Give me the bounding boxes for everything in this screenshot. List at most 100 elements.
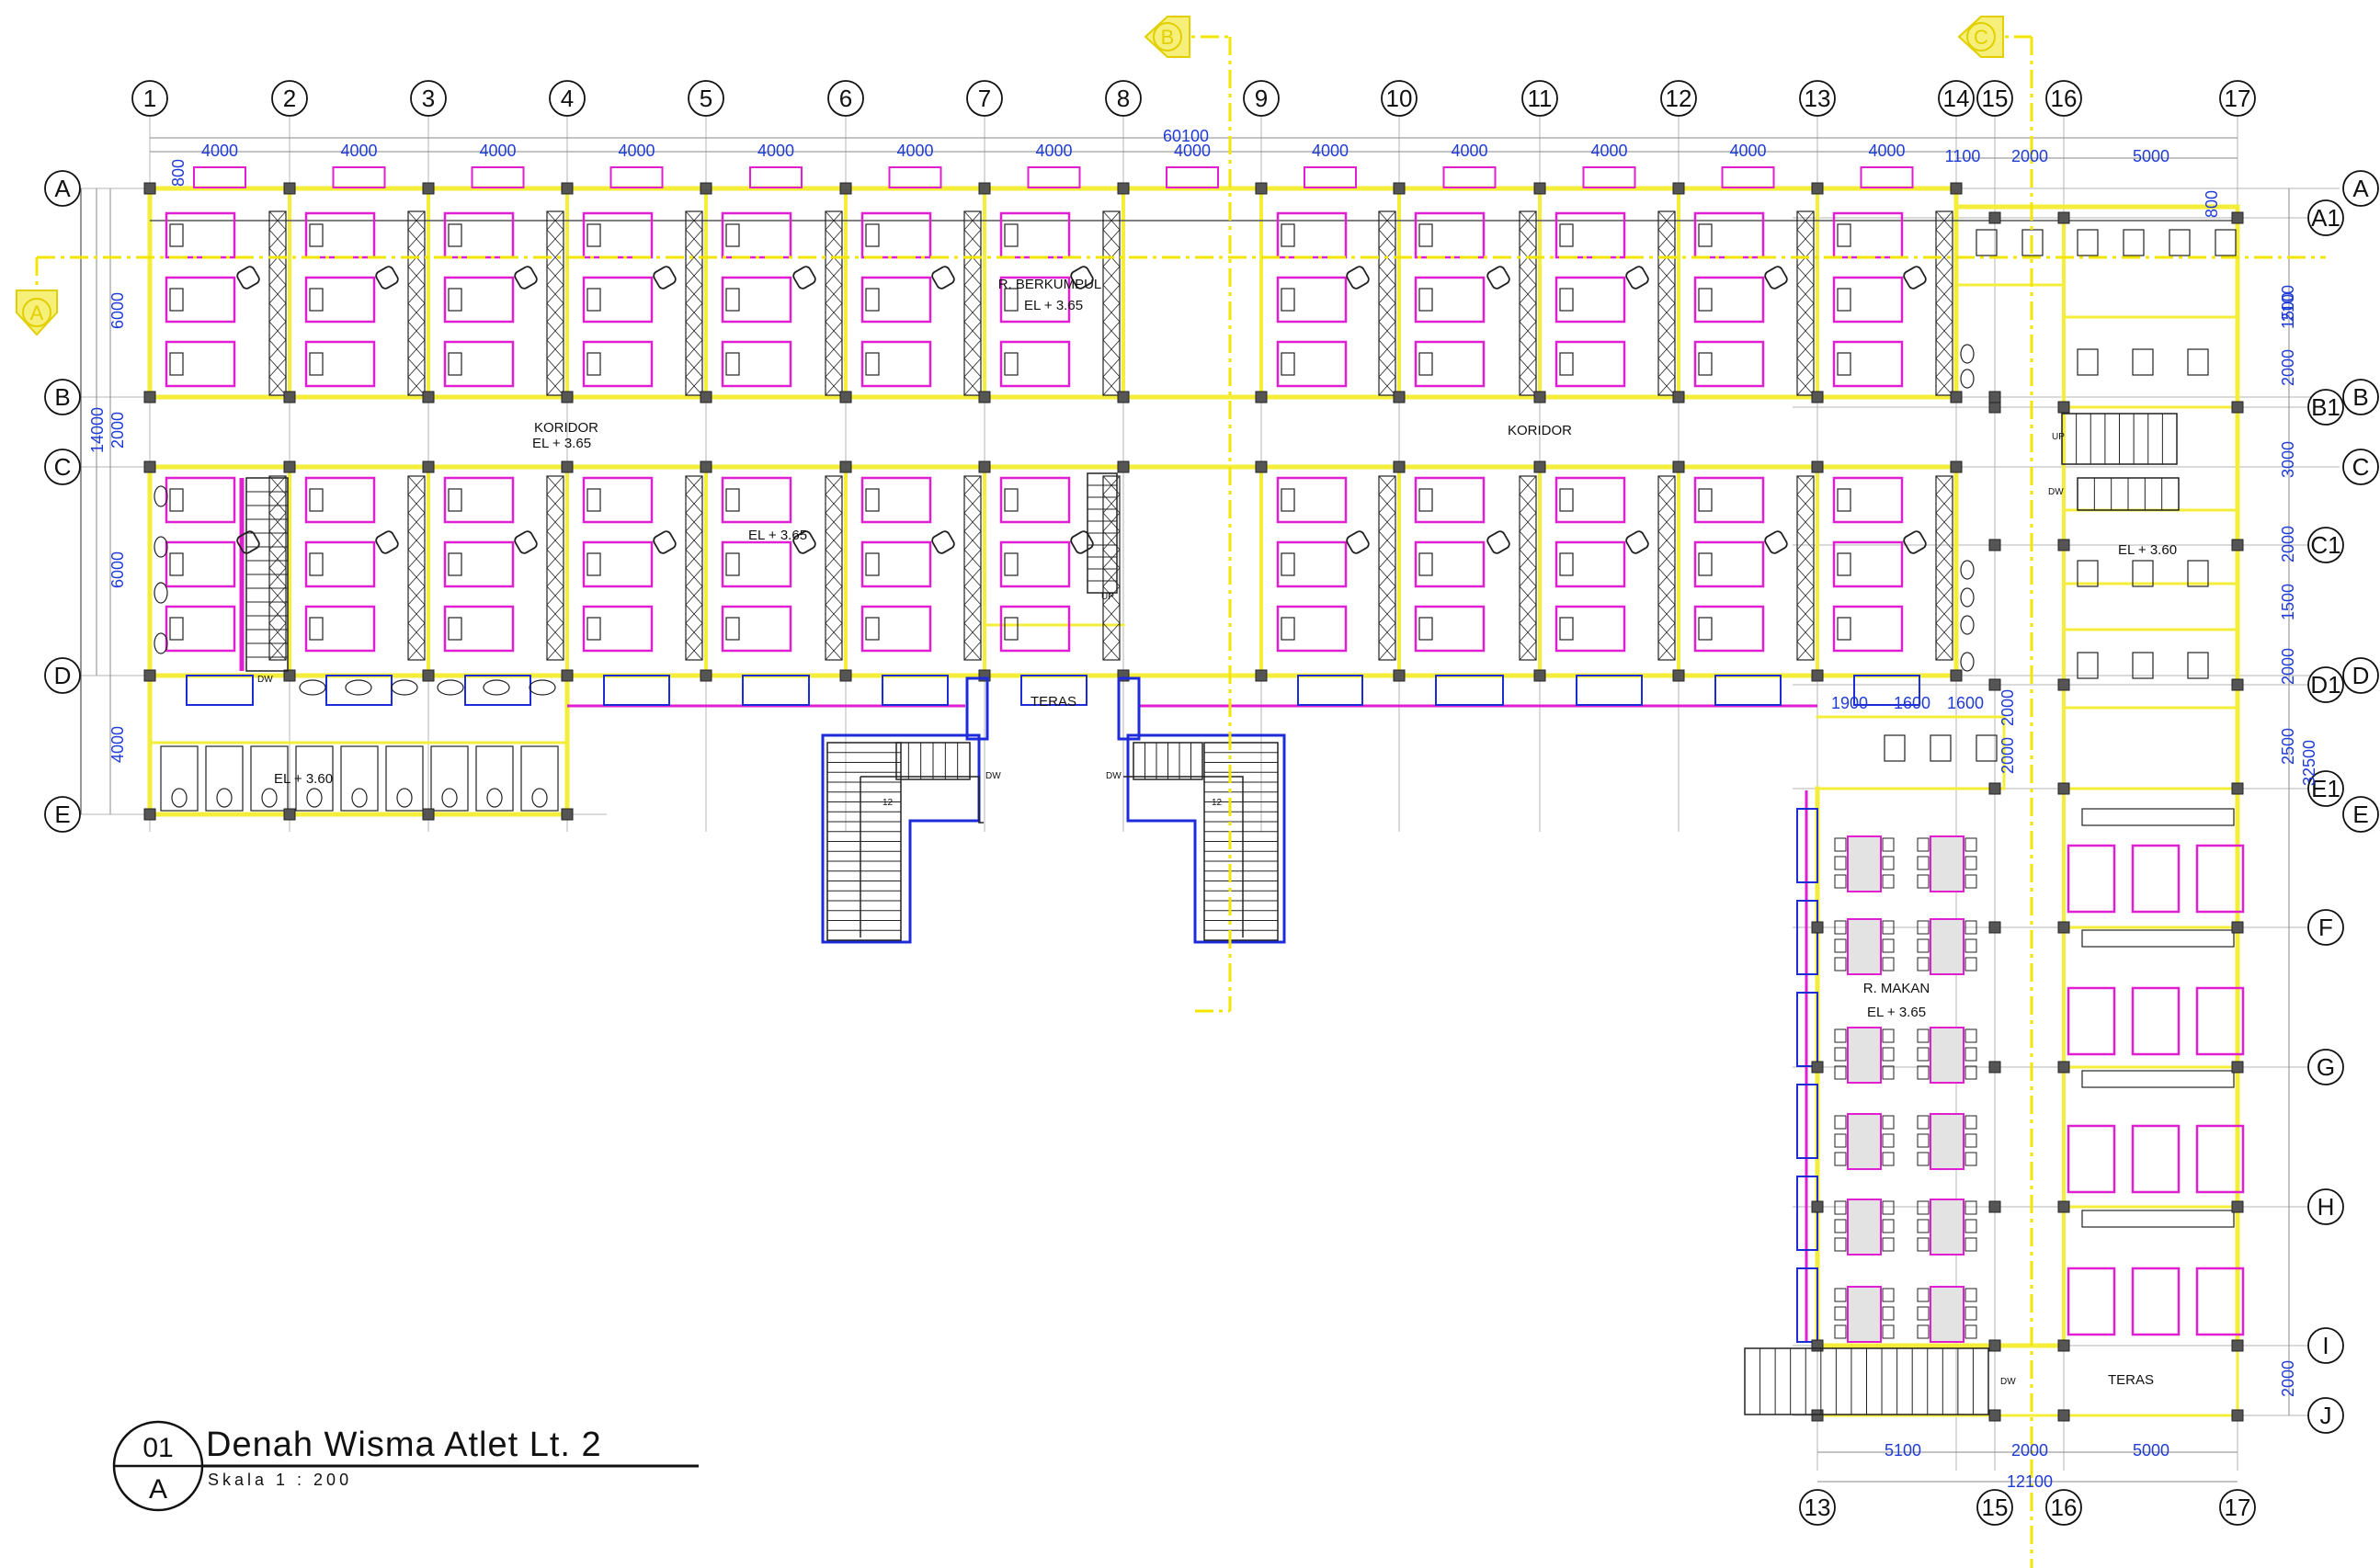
bed — [165, 276, 236, 324]
grid-bubble-row-right — [2307, 1397, 2344, 1434]
dining-chair — [1964, 957, 1977, 971]
wardrobe-x — [1378, 567, 1396, 587]
room-koridor-right: KORIDOR — [1508, 423, 1572, 438]
column — [2057, 1339, 2070, 1352]
window-bay — [1020, 675, 1088, 706]
wardrobe-x — [1519, 549, 1537, 569]
wardrobe-x — [1935, 512, 1953, 532]
grid-bubble-row-left-label: B — [54, 383, 70, 411]
column — [422, 808, 435, 821]
dining-chair — [1917, 874, 1930, 889]
wardrobe-x — [1935, 567, 1953, 587]
wardrobe-x — [407, 358, 426, 378]
wardrobe-x — [963, 339, 982, 359]
bed — [1693, 540, 1765, 588]
dining-chair — [1964, 1047, 1977, 1062]
wardrobe-x — [1378, 284, 1396, 304]
wardrobe-x — [825, 302, 843, 323]
grid-bubble-row-right — [2342, 379, 2379, 415]
dining-chair — [1882, 957, 1895, 971]
wardrobe-x — [268, 229, 287, 249]
grid-bubble-col — [1976, 80, 2013, 117]
wardrobe-x — [407, 622, 426, 642]
column — [1950, 460, 1963, 473]
fixture — [1976, 734, 1998, 762]
bed — [1414, 276, 1486, 324]
dining-chair — [1964, 837, 1977, 852]
column — [2057, 1061, 2070, 1074]
column — [1117, 182, 1130, 195]
dining-chair — [1917, 920, 1930, 935]
wardrobe-x — [1935, 641, 1953, 661]
bed — [165, 540, 236, 588]
column — [2057, 1200, 2070, 1213]
bed — [2067, 1124, 2116, 1194]
wardrobe-row — [2081, 1070, 2235, 1088]
dining-chair — [1964, 1324, 1977, 1339]
wardrobe-x — [407, 512, 426, 532]
dining-chair — [1882, 938, 1895, 953]
wardrobe-x — [1796, 266, 1815, 286]
grid-bubble-row-left — [44, 449, 81, 485]
pillow — [1559, 552, 1574, 576]
wardrobe-x — [407, 376, 426, 396]
wardrobe-x — [1796, 321, 1815, 341]
pillow — [586, 488, 601, 512]
wardrobe-x — [1796, 641, 1815, 661]
pillow — [1281, 552, 1295, 576]
dining-table — [1930, 835, 1964, 892]
room-koridor-left: KORIDOR — [534, 420, 598, 436]
wardrobe-x — [1657, 284, 1676, 304]
column — [422, 182, 435, 195]
wardrobe-x — [1378, 358, 1396, 378]
el-wc-right: EL + 3.60 — [2118, 542, 2177, 558]
wardrobe-x — [546, 567, 564, 587]
column — [2231, 782, 2244, 795]
grid-bubble-row-left-label: E — [54, 801, 70, 828]
dining-chair — [1882, 1065, 1895, 1080]
dining-chair — [1964, 1237, 1977, 1252]
bed — [721, 340, 792, 388]
wardrobe-x — [546, 622, 564, 642]
title-sheet: A — [149, 1474, 167, 1505]
bed — [304, 476, 376, 524]
wardrobe-x — [825, 475, 843, 495]
pillow — [309, 288, 324, 312]
window-north — [1721, 166, 1775, 188]
dining-chair — [1917, 1047, 1930, 1062]
grid-bubble-col — [549, 80, 586, 117]
wardrobe-x — [407, 530, 426, 551]
grid-bubble-col-label: 13 — [1805, 85, 1831, 112]
dim-right-3: 2000 — [2279, 349, 2297, 386]
wardrobe-x — [1519, 266, 1537, 286]
column — [2231, 539, 2244, 551]
wardrobe-x — [825, 567, 843, 587]
wardrobe-x — [1935, 494, 1953, 514]
sink — [529, 679, 556, 696]
wc-toilet — [486, 788, 503, 808]
column — [422, 391, 435, 403]
wardrobe-x — [407, 229, 426, 249]
pillow — [1004, 352, 1019, 376]
wardrobe-x — [825, 549, 843, 569]
column — [700, 182, 712, 195]
column — [283, 460, 296, 473]
bed — [2195, 844, 2245, 914]
grid-bubble-row-right-label: J — [2320, 1402, 2332, 1429]
pillow — [725, 552, 740, 576]
wc-toilet — [441, 788, 458, 808]
bed — [1693, 476, 1765, 524]
wardrobe-x — [268, 321, 287, 341]
grid-bubble-row-right-label: C — [2352, 453, 2370, 481]
chair — [375, 530, 399, 554]
column — [283, 391, 296, 403]
wardrobe-x — [1378, 641, 1396, 661]
pillow — [1281, 223, 1295, 247]
window-bay — [325, 675, 393, 706]
wardrobe-x — [825, 585, 843, 606]
pillow — [309, 352, 324, 376]
wardrobe-x — [268, 358, 287, 378]
pillow — [1418, 552, 1433, 576]
grid-bubble-col-label: 2 — [283, 85, 296, 112]
pillow — [448, 288, 462, 312]
